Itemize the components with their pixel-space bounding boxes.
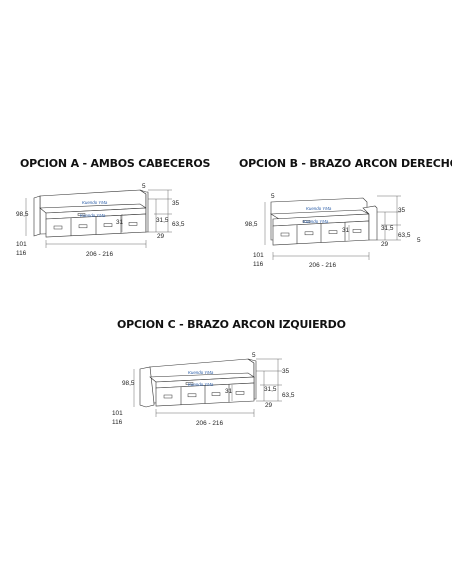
dim-98-5: 98,5	[245, 221, 258, 228]
dim-width: 206 - 216	[196, 420, 223, 427]
dim-31-5: 31,5	[381, 225, 394, 232]
dim-5-side: 5	[417, 237, 421, 244]
dim-width: 206 - 216	[309, 262, 336, 269]
drawer-handle	[53, 225, 63, 230]
brand-label-front: Kuendo YMa	[80, 213, 106, 218]
brand-label-front: Kuendo YMa	[303, 219, 329, 224]
dim-29: 29	[265, 402, 273, 409]
dim-63-5: 63,5	[282, 392, 295, 399]
dim-101: 101	[112, 410, 123, 417]
dim-5: 5	[271, 193, 275, 200]
dim-63-5: 63,5	[172, 221, 185, 228]
dim-29: 29	[381, 241, 389, 248]
dim-5: 5	[252, 352, 256, 359]
drawer-handle	[235, 391, 245, 395]
dim-98-5: 98,5	[16, 211, 29, 218]
dim-29: 29	[157, 233, 165, 240]
dim-31: 31	[342, 227, 350, 234]
dim-101: 101	[16, 241, 27, 248]
dim-31: 31	[225, 388, 233, 395]
dim-101: 101	[253, 252, 264, 259]
drawer-handle	[103, 223, 113, 227]
option-b-title: OPCION B - BRAZO ARCON DERECHO	[239, 157, 452, 170]
bed-left-headboard	[33, 195, 41, 237]
option-b-bed-diagram: Kuendo YMa Kuendo YMa 5 35 31,5 63,5 29 …	[245, 193, 421, 269]
drawer-handle	[280, 232, 290, 237]
drawer-handle	[78, 224, 88, 229]
dim-116: 116	[112, 419, 123, 426]
drawer-handle	[352, 229, 362, 233]
dim-116: 116	[253, 261, 264, 268]
dim-116: 116	[16, 250, 27, 257]
trundle-handle	[77, 213, 86, 216]
option-a-bed-diagram: Kuendo YMa Kuendo YMa 5 35 31,5 63,5 29 …	[16, 183, 185, 258]
dim-5: 5	[142, 183, 146, 190]
brand-label-front: Kuendo YMa	[188, 382, 214, 387]
dim-35: 35	[398, 207, 406, 214]
drawer-handle	[163, 394, 173, 399]
brand-label-back: Kuendo YMa	[188, 370, 214, 375]
option-a-title: OPCION A - AMBOS CABECEROS	[20, 157, 211, 170]
drawer-handle	[304, 231, 314, 236]
drawer-handle	[187, 393, 197, 398]
brand-label-back: Kuendo YMa	[82, 200, 108, 205]
option-c-title: OPCION C - BRAZO ARCON IZQUIERDO	[117, 318, 346, 331]
brand-label-back: Kuendo YMa	[306, 206, 332, 211]
trundle-handle	[185, 382, 194, 385]
dim-31-5: 31,5	[264, 386, 277, 393]
drawer-handle	[328, 230, 338, 234]
trundle-handle	[302, 220, 311, 223]
drawer-handle	[128, 222, 138, 226]
dim-31: 31	[116, 219, 124, 226]
dim-35: 35	[282, 368, 290, 375]
dim-63-5: 63,5	[398, 232, 411, 239]
option-c-bed-diagram: Kuendo YMa Kuendo YMa 5 35 31,5 63,5 29 …	[112, 352, 295, 427]
dim-98-5: 98,5	[122, 380, 135, 387]
dim-width: 206 - 216	[86, 251, 113, 258]
dim-35: 35	[172, 200, 180, 207]
dim-31-5: 31,5	[156, 217, 169, 224]
drawer-handle	[211, 392, 221, 396]
